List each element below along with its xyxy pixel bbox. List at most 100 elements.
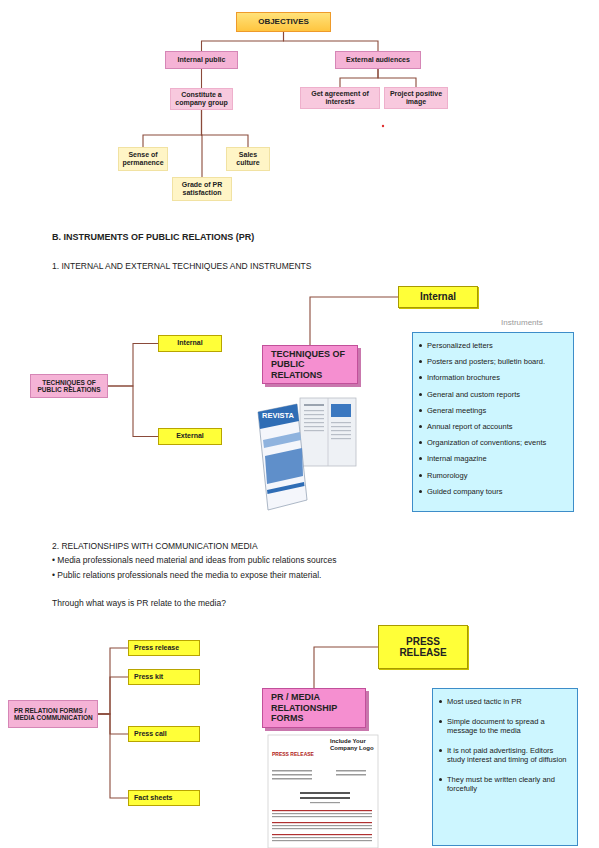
form-item-box: Press call	[128, 726, 200, 742]
bullet-dot	[419, 474, 422, 477]
box-text: Grade of PR satisfaction	[175, 181, 229, 197]
item-text: Posters and posters; bulletin board.	[427, 357, 545, 366]
bullet-dot	[419, 409, 422, 412]
box-text: External	[176, 432, 204, 440]
press-release-template	[268, 735, 378, 848]
list-item: General meetings	[427, 406, 569, 415]
subcategory-box: Constitute a company group	[170, 88, 233, 110]
goal-box: Sales culture	[226, 147, 270, 171]
magazine-illustration	[258, 398, 356, 510]
box-text: Internal	[420, 291, 456, 303]
list-item: General and custom reports	[427, 390, 569, 399]
tree-connector	[98, 677, 128, 714]
tree-connector	[108, 386, 158, 437]
item-text: They must be written clearly and forcefu…	[447, 775, 555, 793]
bullet-text: • Media professionals need material and …	[52, 556, 337, 566]
magazine-title: REVISTA	[262, 412, 294, 421]
box-text: Constitute a company group	[174, 91, 229, 107]
item-text: Internal magazine	[427, 454, 487, 463]
bullet-dot	[439, 700, 442, 703]
box-text: Sales culture	[229, 151, 267, 167]
box-text: PR / MEDIA RELATIONSHIP FORMS	[271, 692, 357, 723]
title-box: TECHNIQUES OF PUBLIC RELATIONS	[262, 345, 358, 384]
form-item-box: Press kit	[128, 669, 200, 685]
list-item: It is not paid advertising. Editors stud…	[447, 746, 573, 764]
tree-connector	[202, 32, 284, 51]
category-box: External audiences	[335, 51, 421, 69]
header-box: PRESS RELEASE	[378, 625, 468, 669]
box-text: TECHNIQUES OF PUBLIC RELATIONS	[271, 349, 349, 380]
list-item: Information brochures	[427, 373, 569, 382]
tree-connector	[201, 110, 203, 177]
tree-connector	[310, 297, 398, 345]
item-text: Annual report of accounts	[427, 422, 512, 431]
item-text: General meetings	[427, 406, 486, 415]
tree-connector	[108, 344, 158, 387]
list-item: Internal magazine	[427, 454, 569, 463]
box-text: Get agreement of interests	[304, 90, 376, 106]
box-text: Sense of permanence	[121, 151, 165, 167]
bullet-dot	[439, 720, 442, 723]
bullet-dot	[419, 376, 422, 379]
form-item-box: Press release	[128, 640, 200, 656]
list-item: Organization of conventions; events	[427, 438, 569, 447]
tree-connector	[98, 648, 128, 714]
goal-box: Grade of PR satisfaction	[172, 177, 232, 201]
branch-box: Internal	[158, 335, 222, 352]
box-text: PRESS RELEASE	[395, 636, 451, 659]
tree-connector	[98, 714, 128, 798]
box-text: External audiences	[346, 56, 410, 64]
tree-connector	[98, 714, 128, 734]
forms-box: PR RELATION FORMS / MEDIA COMMUNICATION	[8, 700, 98, 728]
technique-box: TECHNIQUES OF PUBLIC RELATIONS	[30, 374, 108, 398]
tree-connector	[143, 110, 202, 147]
box-text: Fact sheets	[134, 794, 173, 802]
bullet-dot	[419, 457, 422, 460]
bullet-dot	[419, 425, 422, 428]
tree-connector	[284, 32, 379, 51]
bullet-dot	[419, 490, 422, 493]
red-dot	[382, 125, 384, 127]
objective-header: OBJECTIVES	[236, 12, 331, 32]
box-text: Internal public	[178, 56, 226, 64]
question-text: Through what ways is PR relate to the me…	[52, 599, 226, 609]
section-heading: B. INSTRUMENTS OF PUBLIC RELATIONS (PR)	[52, 232, 254, 242]
list-item: Rumorology	[427, 471, 569, 480]
box-text: Press release	[134, 644, 179, 652]
list-item: They must be written clearly and forcefu…	[447, 775, 573, 793]
bullet-dot	[419, 360, 422, 363]
subsection-heading: 2. RELATIONSHIPS WITH COMMUNICATION MEDI…	[52, 542, 258, 552]
tree-connector	[378, 69, 416, 87]
box-text: TECHNIQUES OF PUBLIC RELATIONS	[35, 379, 103, 394]
box-text: Press call	[134, 730, 167, 738]
goal-box: Get agreement of interests	[300, 87, 380, 109]
instrument-list: InstrumentsPersonalized lettersPosters a…	[412, 332, 574, 512]
tree-connector	[201, 69, 202, 88]
item-text: Information brochures	[427, 373, 500, 382]
item-text: Simple document to spread a message to t…	[447, 717, 545, 735]
list-item: Posters and posters; bulletin board.	[427, 357, 569, 366]
bullet-dot	[439, 749, 442, 752]
item-text: It is not paid advertising. Editors stud…	[447, 746, 567, 764]
feature-list: Most used tactic in PR Simple document to…	[432, 688, 578, 846]
tree-connector	[314, 647, 378, 688]
list-item: Simple document to spread a message to t…	[447, 717, 573, 735]
bullet-text: • Public relations professionals need th…	[52, 571, 321, 581]
category-box: Internal public	[165, 51, 238, 69]
item-text: Organization of conventions; events	[427, 438, 546, 447]
tree-connector	[340, 69, 378, 87]
item-text: Most used tactic in PR	[447, 697, 522, 706]
item-text: Rumorology	[427, 471, 467, 480]
subsection-heading: 1. INTERNAL AND EXTERNAL TECHNIQUES AND …	[52, 262, 311, 272]
bullet-dot	[439, 778, 442, 781]
box-text: PR RELATION FORMS / MEDIA COMMUNICATION	[14, 707, 93, 722]
template-note: Include Your Company Logo	[330, 738, 376, 752]
item-text: General and custom reports	[427, 390, 520, 399]
box-text: Project positive image	[388, 90, 444, 106]
goal-box: Project positive image	[384, 87, 448, 109]
title-box: PR / MEDIA RELATIONSHIP FORMS	[262, 688, 366, 728]
bullet-dot	[419, 393, 422, 396]
item-text: Guided company tours	[427, 487, 502, 496]
box-text: Press kit	[134, 673, 163, 681]
